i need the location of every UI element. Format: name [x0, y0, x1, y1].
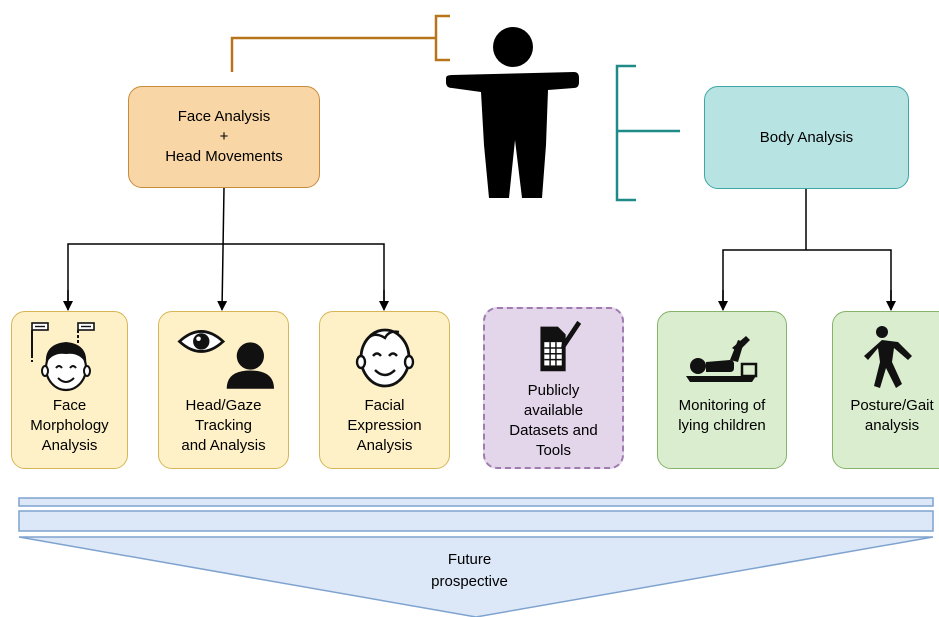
datasets-tools-label: Publicly available Datasets and Tools — [509, 382, 598, 459]
face-bracket — [230, 14, 450, 72]
head-gaze-node: Head/Gaze Tracking and Analysis — [158, 311, 289, 469]
lying-children-node: Monitoring of lying children — [657, 311, 787, 469]
face-analysis-label: Face Analysis + Head Movements — [165, 108, 283, 165]
face-analysis-node: Face Analysis + Head Movements — [128, 86, 320, 188]
dataset-spreadsheet-pen-icon — [539, 320, 581, 372]
lying-child-icon — [686, 336, 758, 382]
person-silhouette-icon — [446, 27, 579, 198]
body-bracket — [615, 64, 680, 202]
eye-and-head-icon — [176, 330, 274, 389]
facial-expression-label: Facial Expression Analysis — [347, 397, 422, 454]
body-connectors — [718, 189, 896, 311]
body-analysis-label: Body Analysis — [759, 128, 854, 146]
lying-children-label: Monitoring of lying children — [678, 397, 766, 434]
body-analysis-node: Body Analysis — [704, 86, 909, 189]
posture-gait-node: Posture/Gait analysis — [832, 311, 939, 469]
walking-person-icon — [864, 326, 912, 388]
child-face-landmarks-icon — [30, 322, 95, 392]
posture-gait-label: Posture/Gait analysis — [850, 397, 934, 434]
head-gaze-label: Head/Gaze Tracking and Analysis — [181, 397, 266, 454]
datasets-tools-node: Publicly available Datasets and Tools — [483, 307, 624, 469]
face-morphology-node: Face Morphology Analysis — [11, 311, 128, 469]
future-prospective-label: Future prospective — [431, 551, 508, 590]
face-morphology-label: Face Morphology Analysis — [30, 397, 109, 454]
face-connectors — [63, 187, 389, 311]
facial-expression-node: Facial Expression Analysis — [319, 311, 450, 469]
smiling-face-icon — [355, 328, 414, 388]
future-prospective-shape — [18, 497, 934, 617]
